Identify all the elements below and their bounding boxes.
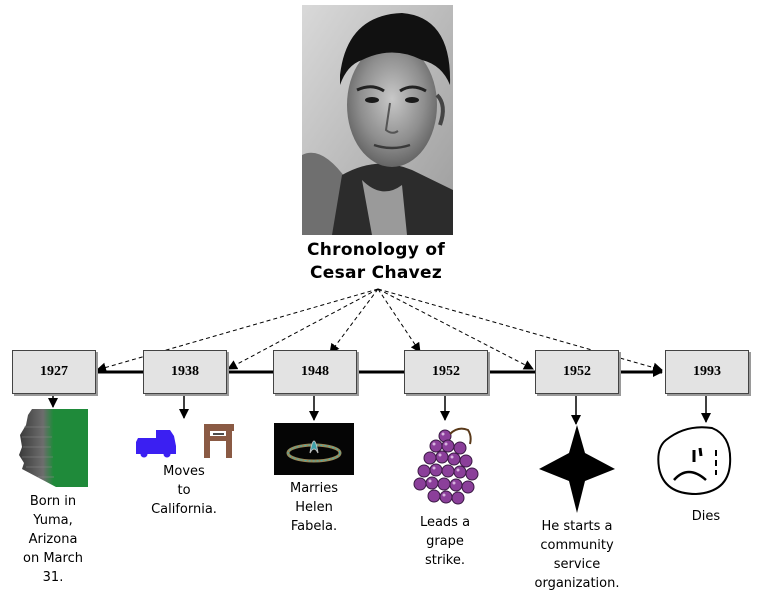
portrait-photo <box>302 5 453 235</box>
arizona-map-icon <box>19 409 88 487</box>
year-box-1952-strike: 1952 <box>404 350 488 394</box>
truck-and-chair-icon <box>136 424 234 458</box>
year-box-1927: 1927 <box>12 350 96 394</box>
caption-1948: Marries Helen Fabela. <box>289 481 339 534</box>
year-box-1993: 1993 <box>665 350 749 394</box>
chart-title: Chronology of Cesar Chavez <box>276 239 476 285</box>
grapes-icon <box>413 427 479 505</box>
caption-1993: Dies <box>691 509 721 524</box>
caption-1938: Moves to California. <box>151 464 217 517</box>
caption-1952-organization: He starts a community service organizati… <box>534 519 620 591</box>
year-box-1948: 1948 <box>273 350 357 394</box>
dashed-arrow-1948 <box>329 288 379 354</box>
star-icon <box>539 425 615 513</box>
title-line-1: Chronology of <box>306 240 446 260</box>
caption-1952-strike: Leads a grape strike. <box>419 515 471 568</box>
caption-1927: Born in Yuma, Arizona on March 31. <box>23 494 83 585</box>
dashed-arrow-1952a <box>377 288 421 353</box>
title-line-2: Cesar Chavez <box>309 263 443 283</box>
dashed-arrow-1938 <box>227 288 379 370</box>
year-box-1938: 1938 <box>143 350 227 394</box>
sad-face-icon <box>657 426 732 496</box>
dashed-arrow-1952b <box>377 288 534 370</box>
ring-icon <box>274 423 354 475</box>
year-box-1952-organization: 1952 <box>535 350 619 394</box>
